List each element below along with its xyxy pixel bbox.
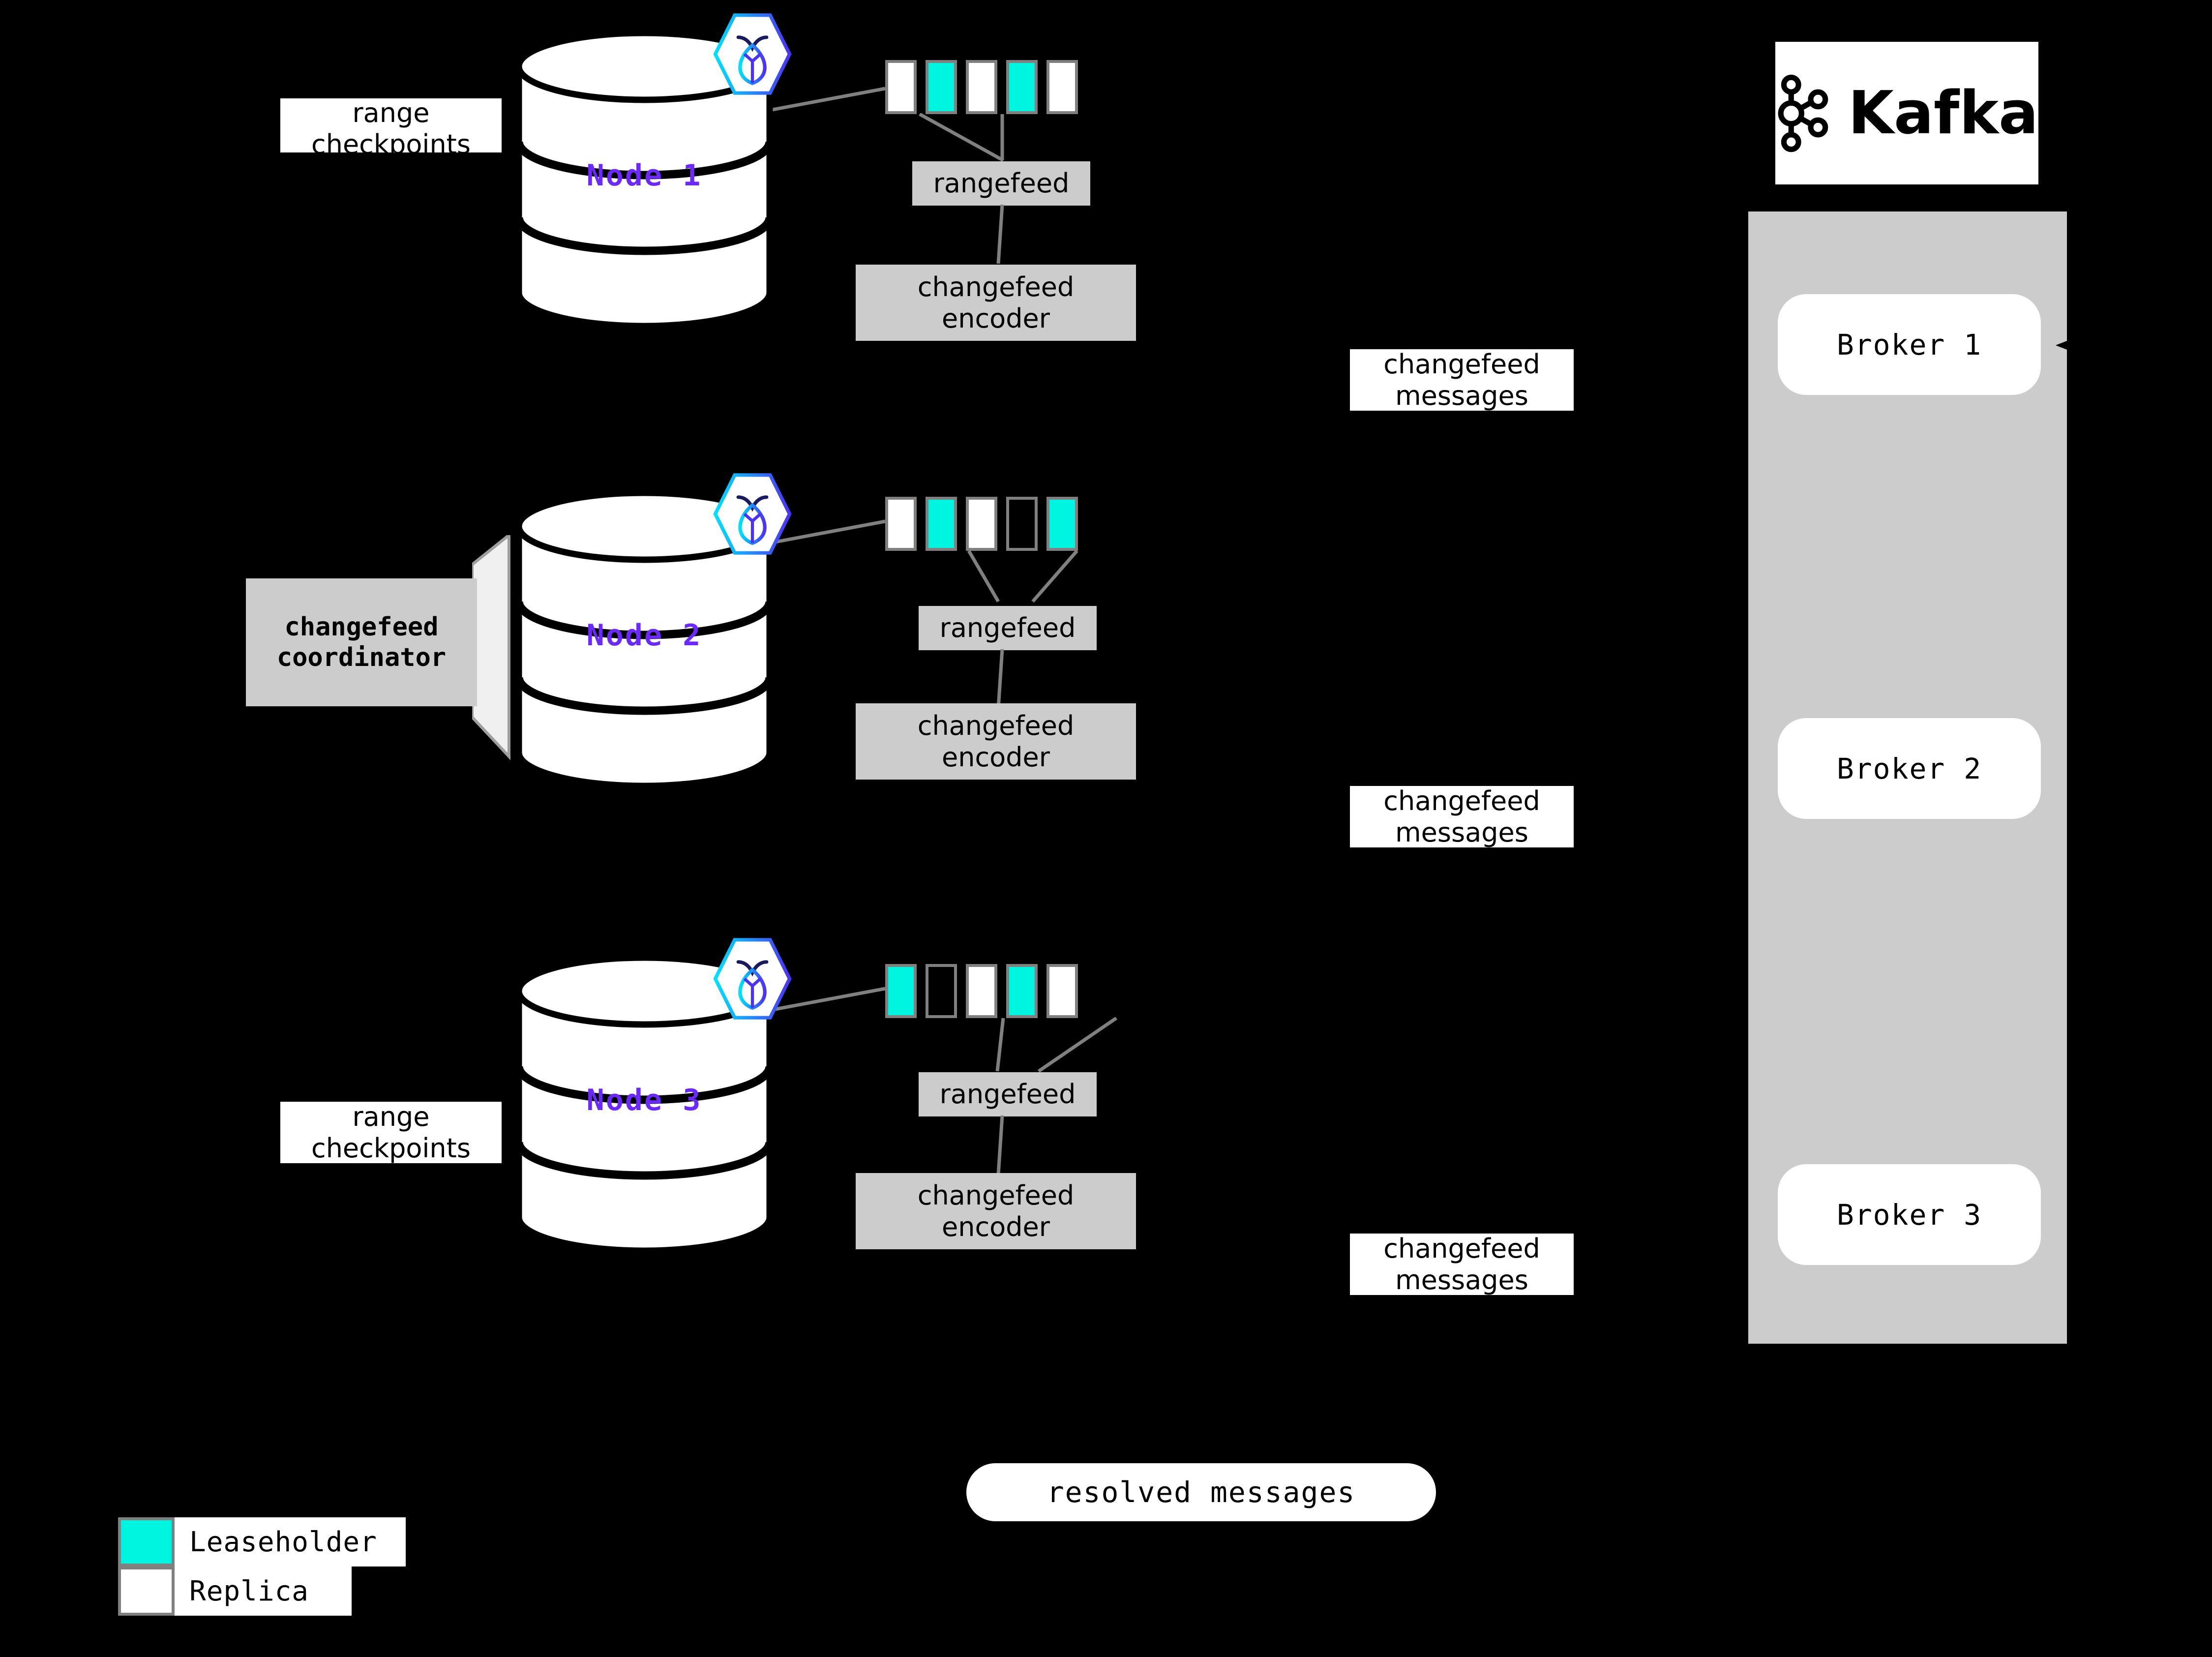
- connector-rangefeed-to-encoder-node1: [996, 205, 1004, 264]
- node-label-1: Node 1: [586, 158, 702, 193]
- coordinator-line2: coordinator: [276, 643, 447, 672]
- broker-label: Broker 1: [1836, 328, 1982, 362]
- coordinator-pointer: [472, 535, 510, 760]
- range-box-leaseholder[interactable]: [1006, 60, 1038, 114]
- node-cylinder-2: Node 2: [514, 489, 775, 789]
- legend-item-leaseholder: Leaseholder: [118, 1517, 406, 1567]
- rangefeed-box-node3[interactable]: rangefeed: [919, 1072, 1097, 1116]
- resolved-messages-pill[interactable]: resolved messages: [966, 1463, 1436, 1521]
- encoder-line2: encoder: [942, 302, 1050, 334]
- resolved-messages-label: resolved messages: [1046, 1476, 1356, 1509]
- cockroachdb-hexagon-icon: [708, 934, 797, 1023]
- range-box-leaseholder[interactable]: [926, 60, 957, 114]
- range-checkpoints-line2: checkpoints: [311, 1132, 471, 1164]
- range-checkpoints-line1: range: [352, 97, 430, 128]
- range-checkpoints-line2: checkpoints: [311, 128, 471, 160]
- connector-ranges-to-rangefeed-node1: [919, 113, 1004, 162]
- range-checkpoints-label-node1: range checkpoints: [280, 97, 502, 160]
- changefeed-messages-line2: messages: [1395, 816, 1528, 848]
- rangefeed-box-node1[interactable]: rangefeed: [912, 161, 1090, 206]
- kafka-node-graph-icon: [1778, 74, 1828, 152]
- range-box-replica[interactable]: [1046, 964, 1078, 1018]
- range-box-replica[interactable]: [966, 60, 997, 114]
- changefeed-messages-label-3: changefeed messages: [1350, 1233, 1574, 1295]
- connector-rangefeed-to-encoder-node2: [996, 649, 1004, 709]
- encoder-line1: changefeed: [917, 1179, 1075, 1211]
- changefeed-messages-label-2: changefeed messages: [1350, 785, 1574, 848]
- encoder-line2: encoder: [942, 741, 1050, 773]
- connector-node3-to-ranges: [767, 987, 886, 1013]
- changefeed-encoder-box-node3[interactable]: changefeed encoder: [856, 1173, 1136, 1249]
- changefeed-messages-line2: messages: [1395, 380, 1528, 411]
- legend-label-replica: Replica: [175, 1567, 352, 1616]
- connector-ranges-to-rangefeed-node2: [967, 550, 1078, 603]
- rangefeed-label: rangefeed: [939, 612, 1076, 644]
- broker-label: Broker 2: [1836, 752, 1982, 785]
- changefeed-messages-line1: changefeed: [1383, 1233, 1540, 1264]
- connector-node2-to-ranges: [767, 519, 886, 545]
- legend: Leaseholder Replica: [118, 1517, 423, 1616]
- rangefeed-label: rangefeed: [939, 1079, 1076, 1110]
- range-list-node1: [885, 60, 1078, 114]
- legend-item-replica: Replica: [118, 1567, 352, 1616]
- connector-ranges-to-rangefeed-node3: [995, 1017, 1117, 1073]
- rangefeed-label: rangefeed: [933, 168, 1070, 199]
- range-box-leaseholder[interactable]: [885, 964, 917, 1018]
- range-box-leaseholder[interactable]: [926, 497, 957, 551]
- connector-rangefeed-to-encoder-node3: [996, 1115, 1004, 1175]
- broker-item-1[interactable]: Broker 1: [1778, 294, 2041, 395]
- changefeed-encoder-box-node1[interactable]: changefeed encoder: [856, 265, 1136, 341]
- range-box-replica[interactable]: [885, 497, 917, 551]
- coordinator-body[interactable]: changefeed coordinator: [246, 578, 477, 706]
- changefeed-messages-label-1: changefeed messages: [1350, 349, 1574, 411]
- node-label-2: Node 2: [586, 618, 702, 653]
- range-box-replica[interactable]: [1046, 60, 1078, 114]
- legend-swatch-leaseholder: [118, 1517, 175, 1567]
- changefeed-encoder-box-node2[interactable]: changefeed encoder: [856, 703, 1136, 780]
- changefeed-messages-line2: messages: [1395, 1264, 1528, 1295]
- node-cylinder-1: Node 1: [514, 30, 775, 330]
- kafka-logo: Kafka: [1775, 42, 2038, 184]
- encoder-line1: changefeed: [917, 710, 1075, 741]
- range-box-empty[interactable]: [1006, 497, 1038, 551]
- encoder-line1: changefeed: [917, 271, 1075, 302]
- range-box-leaseholder[interactable]: [1006, 964, 1038, 1018]
- range-box-replica[interactable]: [966, 497, 997, 551]
- range-box-replica[interactable]: [885, 60, 917, 114]
- changefeed-messages-line1: changefeed: [1383, 785, 1540, 816]
- rangefeed-box-node2[interactable]: rangefeed: [919, 606, 1097, 650]
- range-list-node3: [885, 964, 1078, 1018]
- broker-item-3[interactable]: Broker 3: [1778, 1164, 2041, 1265]
- kafka-incoming-arrowhead: [2056, 336, 2078, 354]
- range-box-leaseholder[interactable]: [1046, 497, 1078, 551]
- cockroachdb-hexagon-icon: [708, 10, 797, 98]
- coordinator-line1: changefeed: [284, 612, 439, 642]
- range-list-node2: [885, 497, 1078, 551]
- node-label-3: Node 3: [586, 1083, 702, 1117]
- kafka-logo-text: Kafka: [1848, 79, 2038, 148]
- node-cylinder-3: Node 3: [514, 954, 775, 1254]
- broker-item-2[interactable]: Broker 2: [1778, 718, 2041, 819]
- legend-label-leaseholder: Leaseholder: [175, 1517, 406, 1567]
- cockroachdb-hexagon-icon: [708, 470, 797, 558]
- range-checkpoints-line1: range: [352, 1101, 430, 1132]
- range-box-empty[interactable]: [926, 964, 957, 1018]
- range-checkpoints-label-node3: range checkpoints: [280, 1101, 502, 1164]
- connector-node1-to-ranges: [767, 87, 886, 113]
- range-box-replica[interactable]: [966, 964, 997, 1018]
- legend-swatch-replica: [118, 1567, 175, 1616]
- changefeed-coordinator-callout: changefeed coordinator: [246, 535, 526, 760]
- encoder-line2: encoder: [942, 1211, 1050, 1242]
- broker-label: Broker 3: [1836, 1198, 1982, 1232]
- changefeed-messages-line1: changefeed: [1383, 348, 1540, 380]
